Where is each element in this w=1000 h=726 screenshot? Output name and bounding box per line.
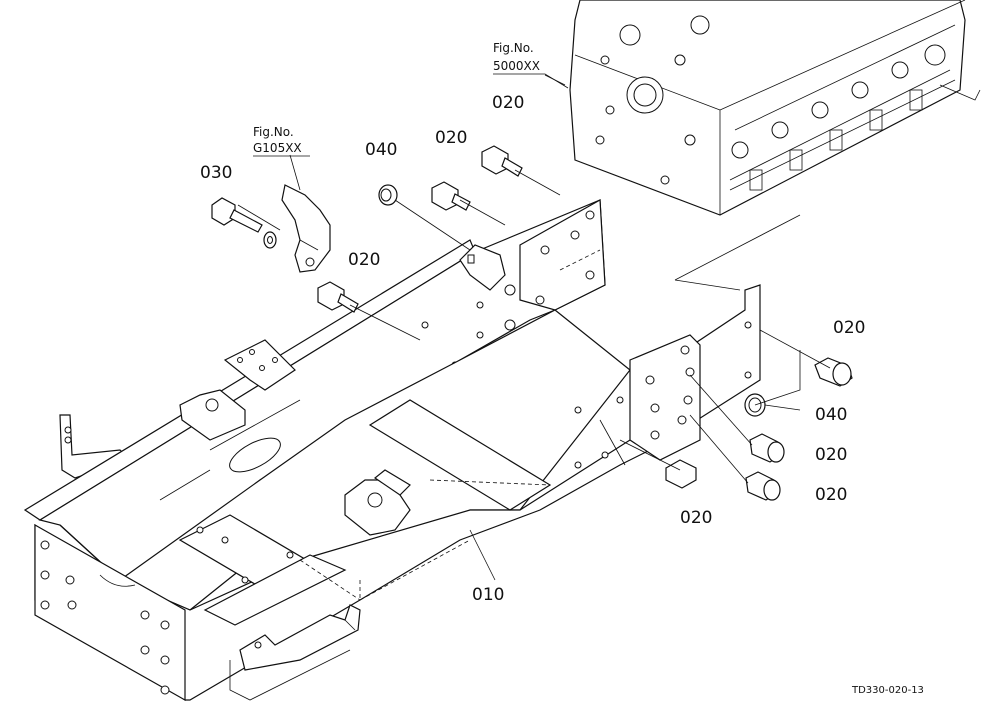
callout-020-right-1: 020	[833, 318, 865, 338]
bracket-g105	[281, 184, 331, 273]
bolt-020-right-1	[814, 357, 853, 387]
leader-lines	[237, 74, 831, 581]
fig-ref-title: Fig.No.	[493, 41, 534, 55]
callout-020-right-3: 020	[815, 485, 847, 505]
engine-block	[569, 0, 981, 216]
fig-ref-title: Fig.No.	[253, 125, 294, 139]
front-frame	[23, 199, 761, 702]
bolt-020-mid	[317, 281, 359, 313]
fig-ref-5000: Fig.No. 5000XX	[493, 41, 569, 89]
fig-ref-g105: Fig.No. G105XX	[253, 125, 310, 157]
callout-040-top: 040	[365, 140, 397, 160]
callout-020-top-2: 020	[492, 93, 524, 113]
callout-030: 030	[200, 163, 232, 183]
plug-040-top	[378, 184, 398, 206]
drawing-code: TD330-020-13	[851, 685, 924, 696]
bolt-030	[211, 197, 277, 249]
bolt-020-top-2	[481, 145, 523, 177]
fig-ref-code: G105XX	[253, 141, 302, 155]
fig-ref-code: 5000XX	[493, 59, 540, 73]
callout-040-right: 040	[815, 405, 847, 425]
bolt-020-bottom	[665, 459, 697, 489]
callout-020-mid: 020	[348, 250, 380, 270]
bolt-020-right-3	[745, 471, 781, 501]
callout-010: 010	[472, 585, 504, 605]
bolt-020-top-1	[431, 181, 471, 211]
callout-020-right-2: 020	[815, 445, 847, 465]
bolt-020-right-2	[749, 433, 785, 463]
callout-020-top-1: 020	[435, 128, 467, 148]
callout-020-bottom: 020	[680, 508, 712, 528]
